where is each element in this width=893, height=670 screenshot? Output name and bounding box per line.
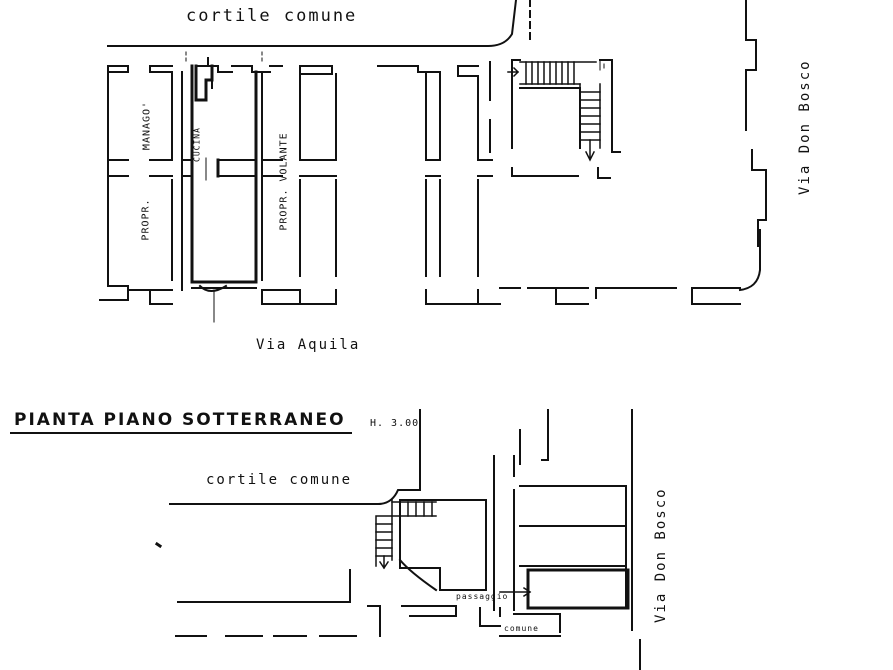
upper-street-right-label: Via Don Bosco bbox=[797, 59, 813, 195]
room-label-propr: PROPR. bbox=[140, 198, 152, 241]
room-label-cucina: CUCINA bbox=[192, 127, 202, 162]
lower-street-right-label: Via Don Bosco bbox=[653, 487, 669, 623]
lower-common-label: comune bbox=[504, 624, 539, 633]
lower-plan-title: PIANTA PIANO SOTTERRANEO bbox=[14, 410, 346, 430]
upper-street-bottom-label: Via Aquila bbox=[256, 337, 361, 353]
lower-courtyard-label: cortile comune bbox=[206, 472, 353, 488]
lower-plan-title-underline bbox=[10, 432, 352, 434]
lower-plan-walls bbox=[154, 409, 641, 670]
room-label-manago: MANAGO' bbox=[141, 100, 153, 151]
lower-height-note: H. 3.00 bbox=[370, 418, 420, 429]
upper-courtyard-label: cortile comune bbox=[186, 6, 358, 26]
upper-plan-walls bbox=[99, 0, 767, 323]
room-label-propr-volante: PROPR. VOLANTE bbox=[278, 132, 290, 231]
lower-passage-label: passaggio bbox=[456, 592, 509, 601]
